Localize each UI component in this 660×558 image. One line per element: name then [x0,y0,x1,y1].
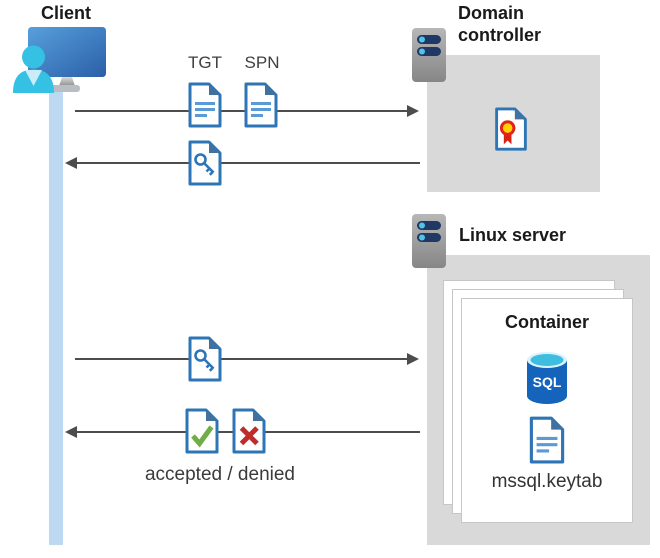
keytab-document-icon [529,416,565,464]
client-lifeline [49,91,63,545]
linux-server-label: Linux server [459,225,567,245]
key-document-icon [188,336,222,382]
tgt-label: TGT [188,53,222,72]
key-document-icon [188,140,222,186]
accepted-denied-label: accepted / denied [144,464,295,485]
server-icon [412,214,446,268]
domain-controller-label: Domain controller [458,3,542,45]
container-label: Container [504,312,589,332]
user-at-monitor-icon [13,27,106,93]
cross-document-icon [232,408,266,454]
certificate-document-icon [495,107,527,151]
client-label: Client [40,3,91,23]
server-icon [412,28,446,82]
sql-database-icon: SQL [527,352,567,404]
arrow-line [75,358,407,360]
arrow-line [77,162,420,164]
arrowhead-left-icon [65,157,77,169]
spn-label: SPN [244,53,280,72]
check-document-icon [185,408,219,454]
arrowhead-right-icon [407,105,419,117]
keytab-label: mssql.keytab [491,471,603,492]
arrowhead-left-icon [65,426,77,438]
tgt-document-icon [188,82,222,128]
spn-document-icon [244,82,278,128]
container-card: Container SQL mssql.keytab [461,298,633,523]
sql-text: SQL [533,374,562,390]
arrowhead-right-icon [407,353,419,365]
arrow-line [75,110,407,112]
